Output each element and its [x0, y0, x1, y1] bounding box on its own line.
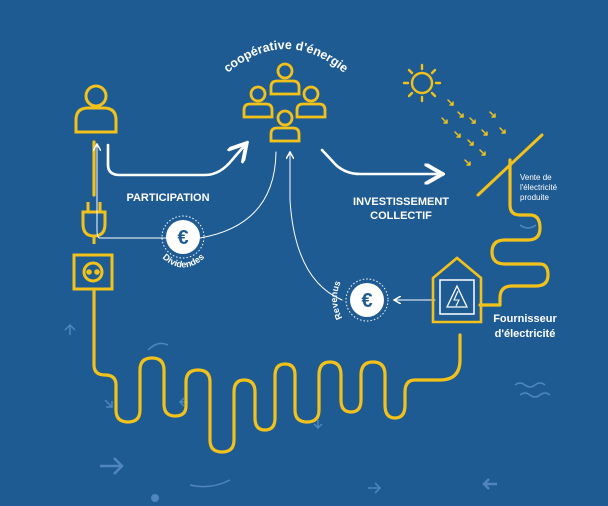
faint-arrow-down-icon [313, 420, 323, 430]
faint-wave-icon [514, 382, 551, 398]
cooperative-title: coopérative d'énergie [221, 38, 351, 75]
power-station-icon [431, 256, 483, 324]
svg-text:€: € [361, 290, 372, 312]
plug-icon [81, 202, 107, 244]
revenue-flow [290, 153, 343, 301]
faint-arrow-right-icon-2 [100, 457, 124, 475]
person-icon [74, 84, 118, 134]
cable-to-solar [478, 158, 550, 307]
participation-arrow [106, 145, 245, 177]
investment-arrow [320, 148, 440, 174]
investissement-label-2: COLLECTIF [370, 210, 432, 222]
svg-text:€: € [177, 227, 188, 249]
dividends-flow [97, 145, 277, 239]
faint-arrow-up-icon [64, 323, 76, 335]
sunray-arrows [441, 99, 506, 166]
vente-label-3: produite [520, 193, 549, 202]
faint-arrow-right-icon [368, 482, 382, 494]
fournisseur-label-1: Fournisseur [493, 313, 557, 325]
faint-arrow-left-icon-2 [482, 478, 497, 490]
thin-arrows [97, 145, 436, 301]
sun-icon [402, 63, 442, 103]
power-cable [92, 288, 462, 454]
fournisseur-label-2: d'électricité [495, 328, 556, 340]
socket-icon [72, 253, 114, 291]
vente-label-1: Vente de [520, 173, 552, 182]
investissement-label-1: INVESTISSEMENT [353, 196, 449, 208]
euro-coin-icon: € [161, 215, 205, 259]
euro-coin-icon-revenus: € [345, 278, 389, 322]
solar-panel-icon [476, 133, 544, 197]
background-decor [64, 224, 551, 502]
dividendes-label: Dividendes [161, 252, 206, 270]
group-icon [242, 62, 327, 143]
vente-label-2: l'électricité [520, 183, 558, 192]
faint-arrow-icon [104, 399, 113, 408]
participation-label: PARTICIPATION [126, 192, 209, 204]
flow-arrows [106, 145, 440, 177]
